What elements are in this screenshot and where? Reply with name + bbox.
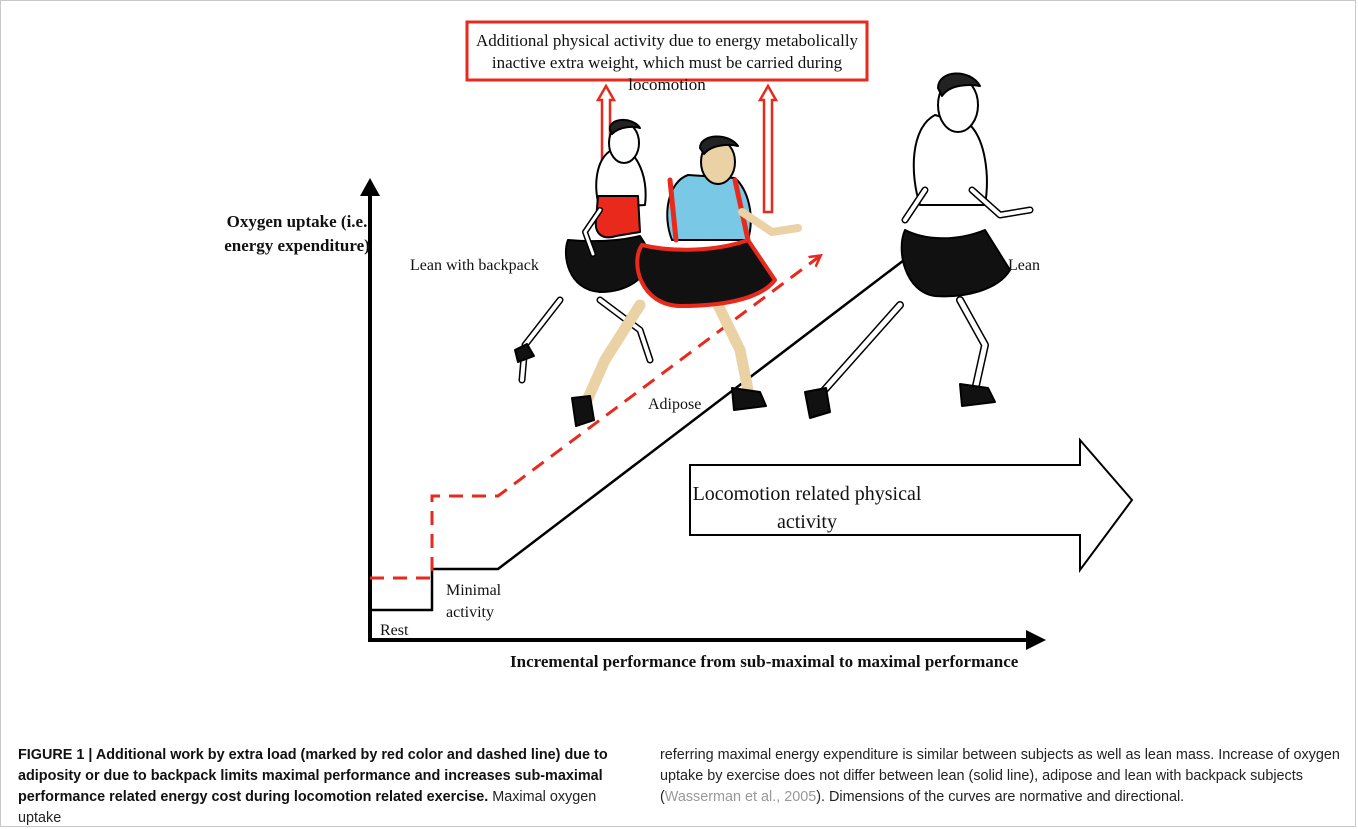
diagram bbox=[360, 20, 1134, 650]
label-minimal-activity: Minimal activity bbox=[446, 582, 502, 621]
label-lean: Lean bbox=[1008, 257, 1040, 274]
extra-load-dashed-line bbox=[370, 256, 820, 580]
runner-lean-backpack-figure bbox=[514, 119, 654, 384]
caption-right: referring maximal energy expenditure is … bbox=[660, 745, 1340, 808]
label-rest: Rest bbox=[380, 622, 409, 639]
caption-text-end: ). Dimensions of the curves are normativ… bbox=[816, 789, 1185, 805]
y-axis-arrowhead bbox=[360, 178, 380, 196]
label-adipose: Adipose bbox=[648, 396, 702, 413]
locomotion-arrow bbox=[689, 437, 1134, 574]
label-lean-backpack: Lean with backpack bbox=[410, 257, 539, 274]
caption-text-right: referring maximal energy expenditure is … bbox=[660, 747, 1340, 805]
x-axis-arrowhead bbox=[1026, 630, 1046, 650]
callout-box bbox=[465, 20, 869, 82]
caption-citation-link[interactable]: Wasserman et al., 2005 bbox=[664, 789, 817, 805]
caption-title: FIGURE 1 | Additional work by extra load… bbox=[18, 747, 608, 805]
caption-left: FIGURE 1 | Additional work by extra load… bbox=[18, 745, 638, 829]
diagram-canvas bbox=[360, 20, 1134, 650]
caption-text-left: Maximal oxygen uptake bbox=[18, 789, 597, 826]
callout-text: Additional physical activity due to ener… bbox=[475, 31, 859, 94]
locomotion-arrow-label: Locomotion related physical activity bbox=[692, 483, 922, 533]
runner-adipose-figure bbox=[571, 135, 802, 427]
y-axis-label: Oxygen uptake (i.e. energy expenditure) bbox=[224, 212, 370, 255]
runner-lean-figure bbox=[804, 72, 1034, 419]
x-axis-label: Incremental performance from sub-maximal… bbox=[510, 652, 1019, 671]
extra-load-arrow-right bbox=[757, 83, 779, 214]
